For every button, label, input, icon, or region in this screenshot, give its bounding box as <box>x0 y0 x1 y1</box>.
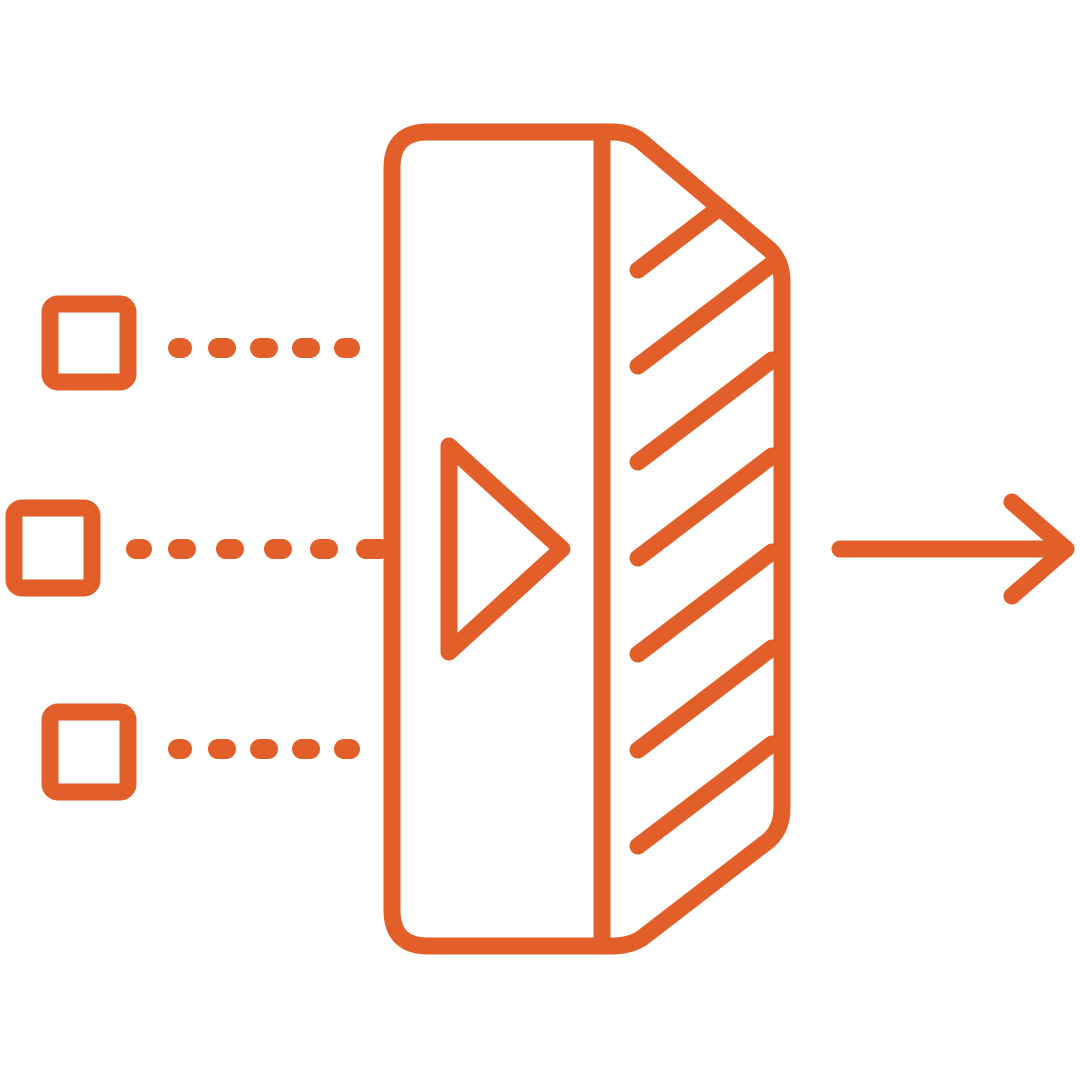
play-triangle-icon <box>440 437 571 661</box>
output-arrow-icon <box>831 493 1075 605</box>
input-square-icon-top <box>41 295 137 391</box>
input-square-icon-bottom <box>41 703 137 801</box>
processor-block-icon <box>383 123 791 955</box>
input-square-icon-middle <box>5 499 101 597</box>
hatched-panel <box>629 203 781 855</box>
